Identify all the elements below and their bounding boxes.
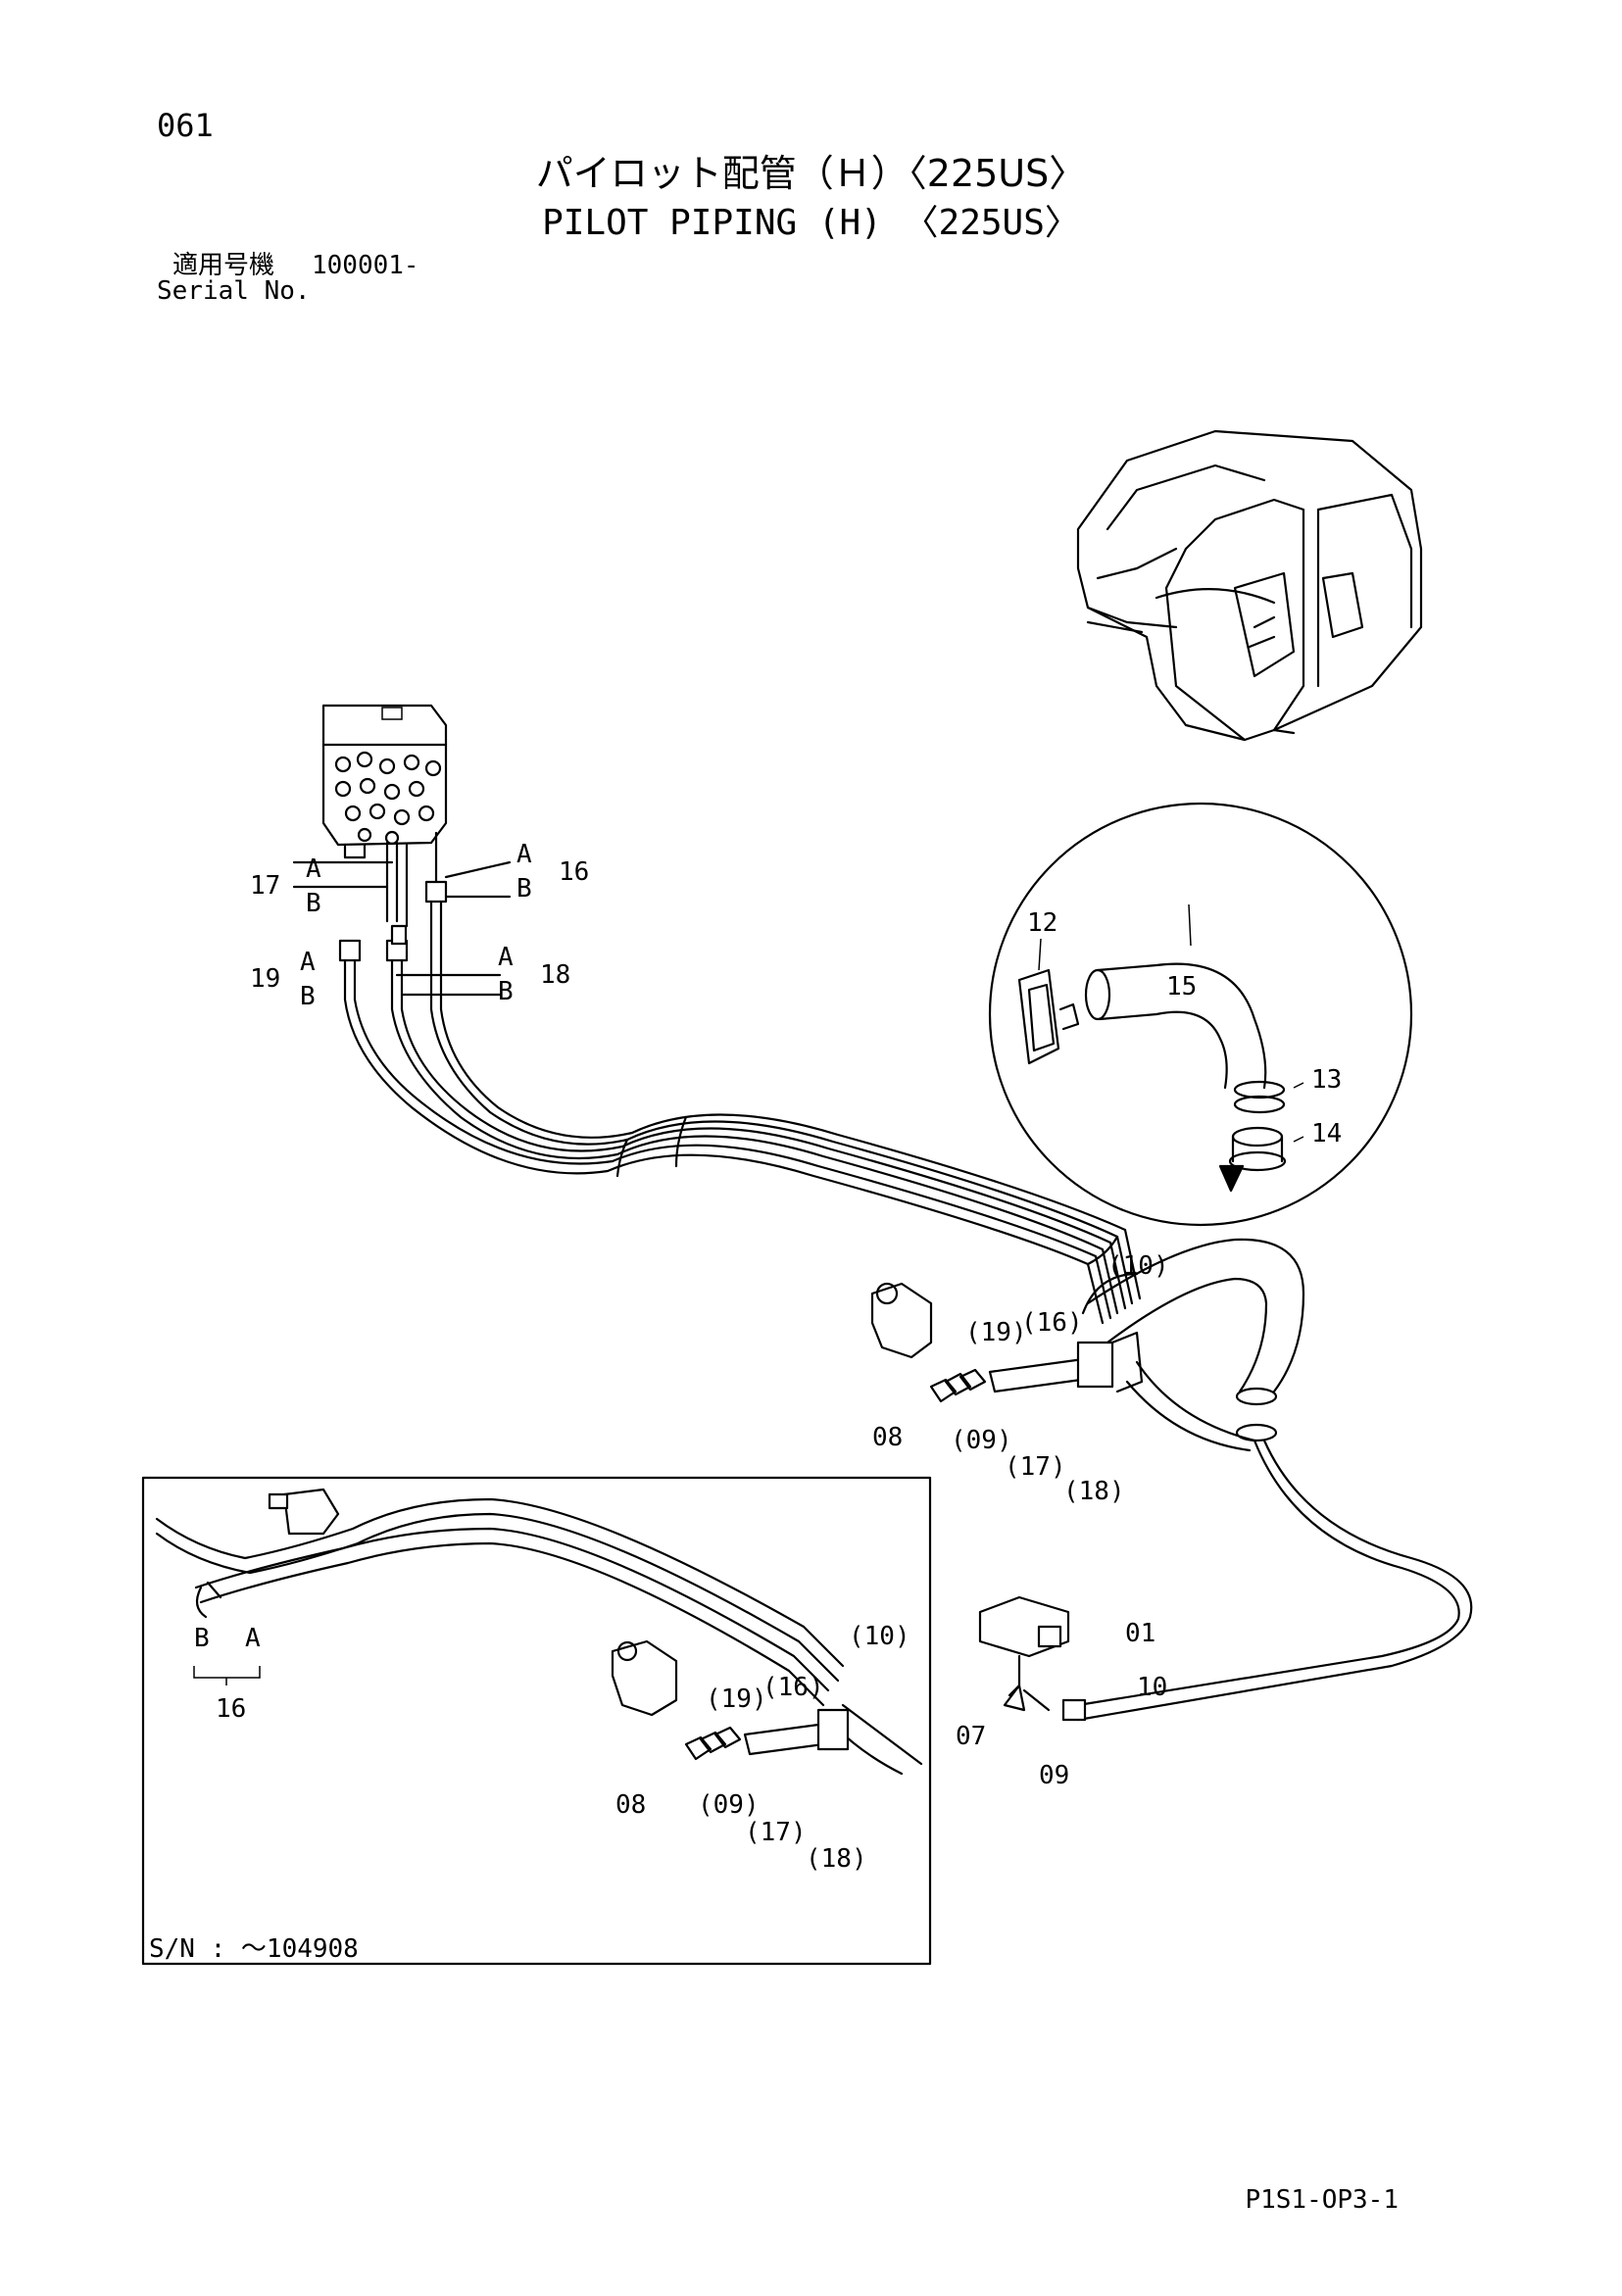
ref-09: (09) xyxy=(951,1426,1012,1455)
inset-box xyxy=(141,1476,932,1966)
inset-callout-b: B xyxy=(194,1624,210,1653)
footer-code: P1S1-OP3-1 xyxy=(1245,2185,1399,2215)
callout-10: 10 xyxy=(1137,1673,1167,1702)
ref-17: (17) xyxy=(1005,1452,1066,1482)
callout-18: 18 xyxy=(540,960,570,990)
pilot-hoses xyxy=(292,831,1142,1325)
serial-label-english: Serial No. xyxy=(157,276,311,306)
callout-a-19: A xyxy=(300,948,316,977)
ref-18: (18) xyxy=(1063,1477,1125,1506)
callout-07: 07 xyxy=(956,1722,986,1751)
inset-ref-18: (18) xyxy=(806,1844,867,1874)
clamp-assembly xyxy=(870,1282,1144,1403)
page-number: 061 xyxy=(157,107,214,144)
callout-19: 19 xyxy=(250,964,280,994)
inset-callout-a: A xyxy=(245,1624,261,1653)
title-english: PILOT PIPING (H) 〈225US〉 xyxy=(542,203,1080,243)
callout-a-16: A xyxy=(516,840,532,869)
pilot-valve-block xyxy=(321,704,448,859)
callout-14: 14 xyxy=(1311,1119,1342,1148)
inset-ref-09: (09) xyxy=(698,1790,760,1820)
serial-range: 100001- xyxy=(312,251,419,280)
inset-ref-17: (17) xyxy=(745,1818,807,1847)
callout-b-16: B xyxy=(516,874,532,904)
fitting-group xyxy=(978,1595,1087,1722)
callout-15: 15 xyxy=(1166,972,1197,1001)
callout-16: 16 xyxy=(559,857,589,887)
cab-illustration xyxy=(1076,429,1423,742)
callout-a-18: A xyxy=(498,943,514,972)
callout-b-19: B xyxy=(300,982,316,1011)
inset-ref-10: (10) xyxy=(849,1622,910,1651)
detail-magnifier xyxy=(988,802,1413,1227)
callout-a-17: A xyxy=(306,855,321,884)
callout-13: 13 xyxy=(1311,1065,1342,1095)
ref-16: (16) xyxy=(1021,1308,1083,1338)
ref-10: (10) xyxy=(1107,1251,1169,1281)
callout-12: 12 xyxy=(1027,908,1057,938)
inset-ref-16: (16) xyxy=(762,1673,824,1702)
callout-09: 09 xyxy=(1039,1761,1069,1790)
serial-label-japanese: 適用号機 xyxy=(172,251,275,280)
callout-b-18: B xyxy=(498,977,514,1006)
callout-08: 08 xyxy=(872,1423,903,1452)
ref-19: (19) xyxy=(965,1318,1027,1347)
inset-callout-08: 08 xyxy=(615,1790,646,1820)
callout-01: 01 xyxy=(1125,1619,1155,1648)
inset-ref-19: (19) xyxy=(706,1685,767,1714)
title-japanese: パイロット配管（Ｈ）〈225US〉 xyxy=(535,152,1087,195)
callout-b-17: B xyxy=(306,889,321,918)
callout-labels: 15 12 13 14 A B 16 A B 17 A B 18 A B 19 … xyxy=(149,840,1342,1964)
inset-serial-note: S/N : ～104908 xyxy=(149,1934,359,1964)
callout-17: 17 xyxy=(250,871,280,901)
main-duct xyxy=(1076,1238,1473,1722)
inset-callout-16: 16 xyxy=(216,1694,246,1724)
